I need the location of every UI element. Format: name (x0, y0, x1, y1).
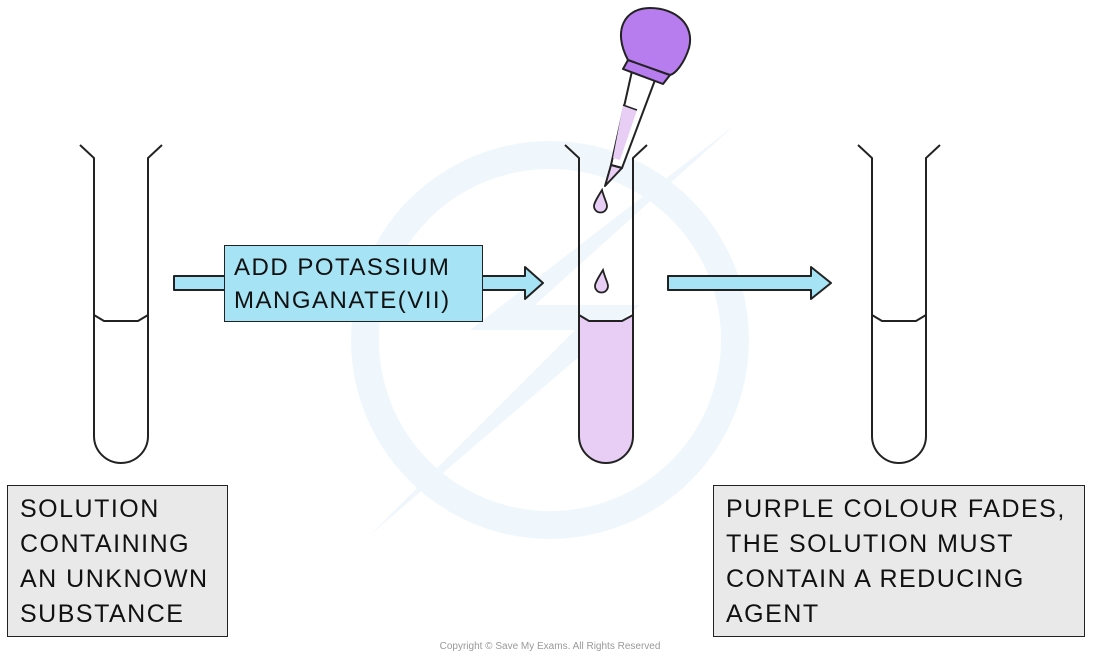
right-caption-line-1: PURPLE COLOUR FADES, (726, 495, 1066, 523)
right-caption-line-3: CONTAIN A REDUCING (726, 565, 1025, 593)
test-tube-right-icon (857, 144, 941, 464)
drop-icon-lower (594, 267, 609, 294)
test-tube-middle-icon (564, 144, 648, 464)
left-caption-line-2: CONTAINING (20, 530, 191, 558)
test-tube-left-icon (79, 144, 163, 464)
right-caption-line-2: THE SOLUTION MUST (726, 530, 1015, 558)
left-caption-line-3: AN UNKNOWN (20, 565, 209, 593)
drop-icon-upper (593, 187, 608, 214)
left-caption-line-1: SOLUTION (20, 495, 160, 523)
reagent-label-line-1: ADD POTASSIUM (234, 254, 451, 281)
dropper-icon (604, 7, 692, 187)
reagent-label-line-2: MANGANATE(VII) (234, 287, 451, 314)
left-caption-line-4: SUBSTANCE (20, 600, 185, 628)
initial-solution-caption: SOLUTION CONTAINING AN UNKNOWN SUBSTANCE (7, 485, 228, 637)
result-caption: PURPLE COLOUR FADES, THE SOLUTION MUST C… (713, 485, 1085, 637)
right-caption-line-4: AGENT (726, 600, 820, 628)
watermark-logo-icon (351, 125, 749, 539)
arrow-icon-right (667, 266, 832, 300)
copyright-notice: Copyright © Save My Exams. All Rights Re… (439, 641, 661, 652)
reagent-label: ADD POTASSIUM MANGANATE(VII) (224, 245, 483, 322)
